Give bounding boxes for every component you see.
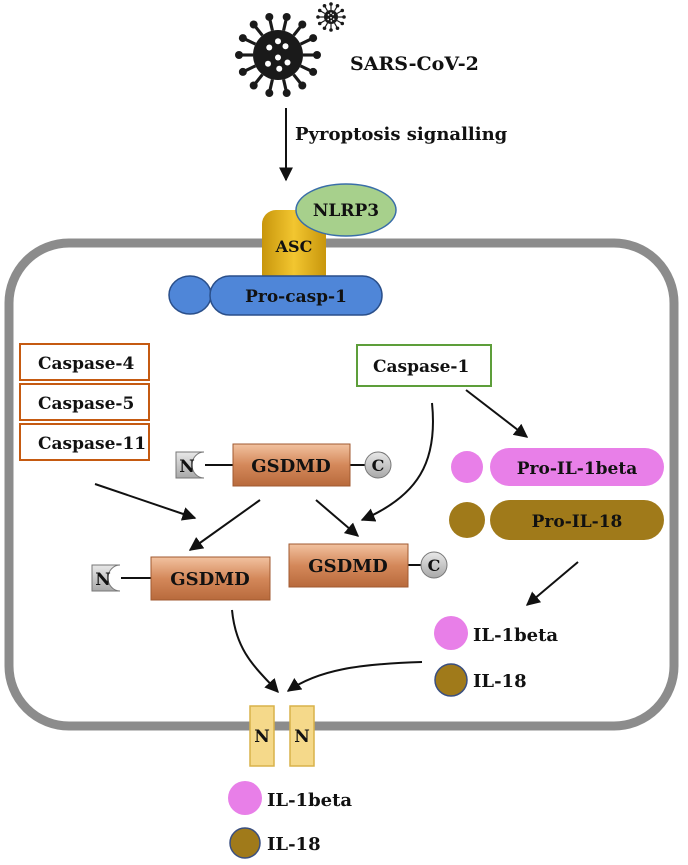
arrow-pro-il18-to-mature: [525, 561, 579, 606]
caspase11-box: [19, 423, 150, 461]
pro-il1beta-dot: [451, 451, 483, 483]
pore-left: [249, 705, 275, 767]
pro-il18-dot: [449, 502, 485, 538]
caspase4-label: Caspase-4: [38, 354, 134, 374]
asc-shape: [262, 210, 326, 290]
gsdmd-n-cap: [91, 564, 121, 592]
gsdmd-full-c-label: C: [372, 456, 385, 475]
released-il18-label: IL-18: [267, 834, 321, 855]
gsdmd-full-n-cap: [175, 451, 205, 479]
signal-label: Pyroptosis signalling: [295, 124, 508, 145]
asc-label: ASC: [275, 237, 313, 256]
arrow-caspases-to-gsdmd-n: [94, 483, 197, 521]
arrow-caspase1-to-pro-il1beta: [465, 389, 529, 438]
virus-label: SARS-CoV-2: [350, 53, 479, 75]
released-il18-dot: [229, 827, 261, 859]
caspase1-box: [356, 344, 492, 387]
pro-casp1-dot: [168, 275, 212, 315]
pro-casp1-label: Pro-casp-1: [245, 287, 347, 307]
released-il1beta-label: IL-1beta: [267, 790, 352, 811]
arrow-gsdmd-to-c-fragment: [315, 499, 360, 537]
pore-right-label: N: [294, 727, 310, 747]
caspase4-box: [19, 343, 150, 381]
caspase5-label: Caspase-5: [38, 394, 134, 414]
pro-il18-shape: [490, 500, 664, 540]
gsdmd-n-label-n: N: [95, 570, 111, 590]
il1beta-label: IL-1beta: [473, 625, 558, 646]
pro-il18-label: Pro-IL-18: [532, 512, 623, 532]
gsdmd-c-shape: [288, 543, 409, 588]
cell-membrane: [4, 238, 679, 731]
pro-il1beta-shape: [490, 448, 664, 486]
il1beta-dot: [434, 616, 468, 650]
gsdmd-n-label: GSDMD: [170, 569, 250, 590]
pro-casp1-shape: [209, 275, 383, 316]
gsdmd-full-label: GSDMD: [251, 456, 331, 477]
released-il1beta-dot: [228, 781, 262, 815]
virus-icon: [235, 12, 321, 98]
gsdmd-c-label: GSDMD: [308, 556, 388, 577]
nlrp3-shape: [295, 183, 397, 237]
gsdmd-c-label-c: C: [428, 556, 441, 575]
arrow-caspase1-to-c-fragment: [360, 402, 434, 522]
pore-right: [289, 705, 315, 767]
gsdmd-full-c-cap: [364, 451, 392, 479]
il18-label: IL-18: [473, 671, 527, 692]
caspase11-label: Caspase-11: [38, 434, 146, 454]
caspase1-label: Caspase-1: [373, 357, 469, 377]
pro-il1beta-label: Pro-IL-1beta: [517, 459, 638, 479]
pore-left-label: N: [254, 727, 270, 747]
il18-dot: [434, 663, 468, 697]
caspase5-box: [19, 383, 150, 421]
gsdmd-c-cap: [420, 551, 448, 579]
nlrp3-label: NLRP3: [313, 201, 379, 221]
arrow-n-fragment-to-pore: [231, 609, 279, 694]
gsdmd-full-shape: [232, 443, 351, 487]
arrow-il-to-pore: [286, 661, 423, 692]
gsdmd-full-n-label: N: [179, 457, 195, 477]
arrow-gsdmd-to-n-fragment: [188, 499, 261, 551]
gsdmd-n-shape: [150, 556, 271, 601]
virus-small-icon: [316, 2, 346, 32]
